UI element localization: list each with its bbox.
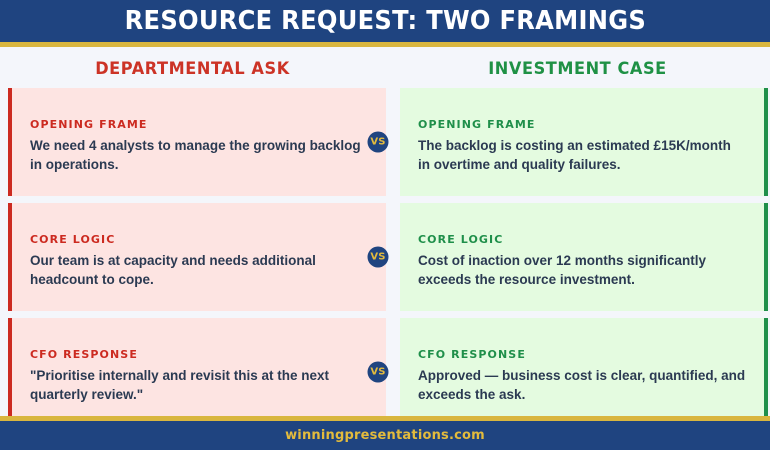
comparison-row: OPENING FRAME We need 4 analysts to mana… <box>0 88 770 196</box>
card-body: The backlog is costing an estimated £15K… <box>418 137 731 172</box>
card-label: OPENING FRAME <box>418 117 536 131</box>
card-investment-case-2[interactable]: CORE LOGIC Cost of inaction over 12 mont… <box>400 203 768 311</box>
slide-footer: winningpresentations.com <box>0 421 770 450</box>
card-body: We need 4 analysts to manage the growing… <box>30 137 361 172</box>
page-title: RESOURCE REQUEST: TWO FRAMINGS <box>124 6 646 36</box>
vs-badge-icon: VS <box>367 131 389 153</box>
card-label: CORE LOGIC <box>30 232 116 246</box>
card-label: OPENING FRAME <box>30 117 148 131</box>
card-label: CORE LOGIC <box>418 232 504 246</box>
vs-badge-icon: VS <box>367 361 389 383</box>
comparison-rows: OPENING FRAME We need 4 analysts to mana… <box>0 88 770 426</box>
card-body: Approved — business cost is clear, quant… <box>418 367 746 402</box>
card-departmental-ask-3[interactable]: CFO RESPONSE "Prioritise internally and … <box>8 318 386 426</box>
slide-header: RESOURCE REQUEST: TWO FRAMINGS <box>0 0 770 42</box>
card-label: CFO RESPONSE <box>418 347 526 361</box>
card-departmental-ask-2[interactable]: CORE LOGIC Our team is at capacity and n… <box>8 203 386 311</box>
card-departmental-ask-1[interactable]: OPENING FRAME We need 4 analysts to mana… <box>8 88 386 196</box>
column-heading-departmental-ask: DEPARTMENTAL ASK <box>95 59 290 79</box>
card-body: Our team is at capacity and needs additi… <box>30 252 316 287</box>
card-body: Cost of inaction over 12 months signific… <box>418 252 707 287</box>
column-heading-investment-case: INVESTMENT CASE <box>488 59 667 79</box>
card-label: CFO RESPONSE <box>30 347 138 361</box>
comparison-row: CFO RESPONSE "Prioritise internally and … <box>0 318 770 426</box>
card-investment-case-1[interactable]: OPENING FRAME The backlog is costing an … <box>400 88 768 196</box>
card-body: "Prioritise internally and revisit this … <box>30 367 329 402</box>
footer-website-label: winningpresentations.com <box>285 428 485 443</box>
vs-badge-icon: VS <box>367 246 389 268</box>
header-gold-rule <box>0 42 770 47</box>
card-investment-case-3[interactable]: CFO RESPONSE Approved — business cost is… <box>400 318 768 426</box>
column-headings: DEPARTMENTAL ASK INVESTMENT CASE <box>0 55 770 83</box>
footer-gold-rule <box>0 416 770 421</box>
comparison-row: CORE LOGIC Our team is at capacity and n… <box>0 203 770 311</box>
